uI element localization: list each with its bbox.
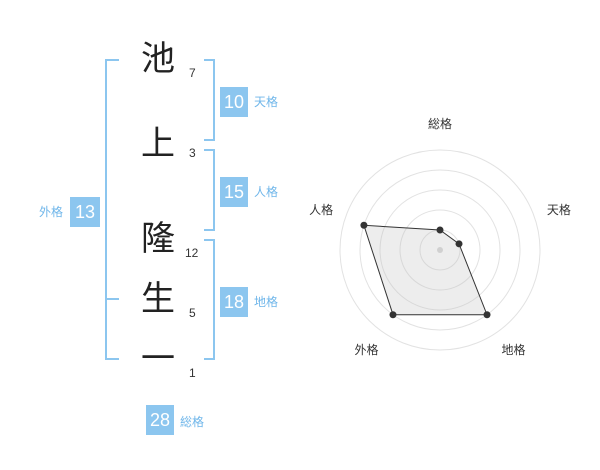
radar-point-1 [436,226,444,234]
tenkaku-bracket [204,59,215,141]
radar-point-3 [483,311,491,319]
radar-point-4 [389,311,397,319]
tenkaku-label: 天格 [254,95,279,109]
gaikaku-bracket [105,59,119,360]
chikaku-badge: 18 [220,287,248,317]
stroke-count-5: 1 [189,366,196,380]
name-char-3: 隆 [141,219,175,259]
stroke-count-4: 5 [189,306,196,320]
radar-center-dot [437,247,443,253]
name-char-1: 池 [141,39,175,79]
radar-ring-3 [379,189,501,311]
stroke-count-3: 12 [185,246,199,260]
chikaku-bracket [204,239,215,360]
soukaku-label: 総格 [180,415,205,429]
gaikaku-badge: 13 [70,197,100,227]
chikaku-label: 地格 [254,295,279,309]
radar-axis-label-2: 天格 [546,203,571,218]
radar-point-2 [455,240,463,248]
name-char-2: 上 [141,124,175,164]
radar-ring-2 [399,209,481,291]
radar-point-5 [360,221,368,229]
radar-ring-5 [339,149,541,351]
radar-ring-4 [359,169,521,331]
radar-axis-label-5: 人格 [309,203,334,218]
jinkaku-badge: 15 [220,177,248,207]
jinkaku-label: 人格 [254,185,279,199]
tenkaku-badge: 10 [220,87,248,117]
radar-axis-label-3: 地格 [501,343,526,358]
name-char-5: 一 [141,339,175,379]
jinkaku-bracket [204,149,215,231]
radar-axis-label-4: 外格 [354,343,379,358]
gaikaku-label: 外格 [39,205,64,219]
name-char-4: 生 [141,279,175,319]
stroke-count-2: 3 [189,146,196,160]
soukaku-badge: 28 [146,405,174,435]
radar-series-polygon [363,224,488,316]
radar-axis-label-1: 総格 [428,117,453,131]
stroke-count-1: 7 [189,66,196,80]
